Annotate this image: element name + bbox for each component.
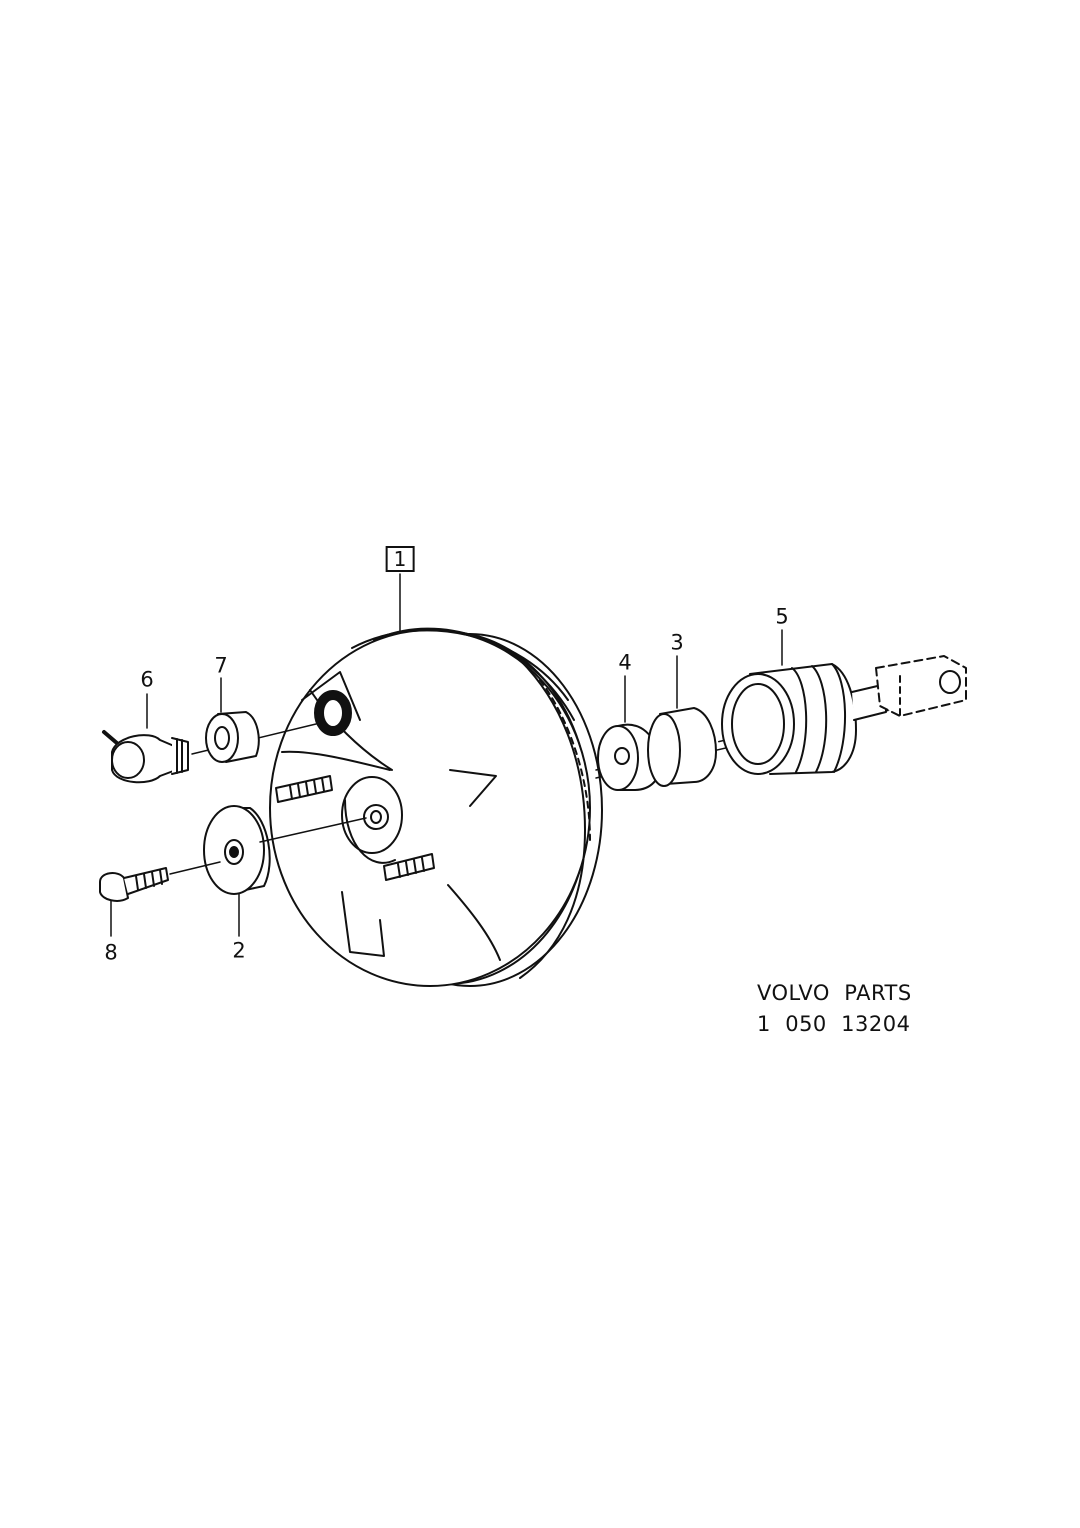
caption-brand: VOLVO PARTS [757,981,912,1005]
bolt-part-8 [99,861,221,902]
washer-part-2 [203,805,367,895]
callout-5: 5 [775,604,789,629]
callout-1: 1 [385,546,415,572]
callout-2: 2 [232,938,246,963]
callout-7: 7 [214,653,228,678]
mounting-stud-upper [275,775,333,803]
mounting-stud-lower [383,853,435,881]
caption-part-number: 1 050 13204 [757,1012,911,1036]
grommet-part-7 [205,711,260,763]
rubber-boot-part-5 [721,663,857,775]
callout-6: 6 [140,667,154,692]
brake-booster-body [269,627,603,987]
callout-4: 4 [618,650,632,675]
bushing-part-3 [647,707,717,787]
check-valve-part-6 [102,723,317,784]
pushrod-clevis [851,655,967,721]
callout-8: 8 [104,940,118,965]
callout-3: 3 [670,630,684,655]
